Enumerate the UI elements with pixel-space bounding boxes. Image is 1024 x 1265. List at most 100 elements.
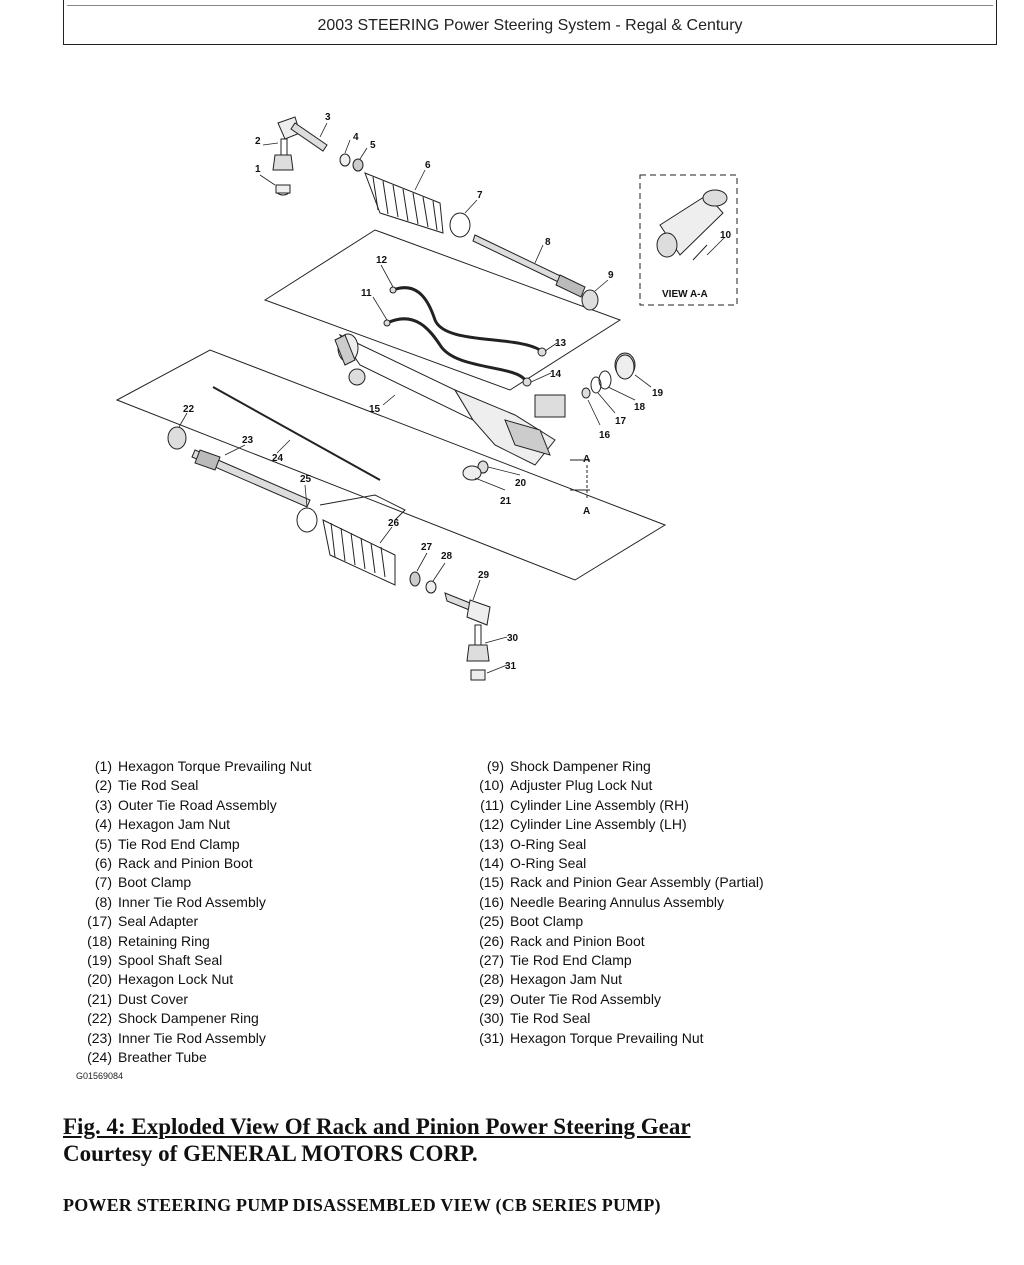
- callout-10: 10: [720, 230, 732, 241]
- legend-item: (28)Hexagon Jam Nut: [479, 971, 623, 988]
- legend-item: (16)Needle Bearing Annulus Assembly: [479, 893, 725, 910]
- callout-22: 22: [183, 404, 195, 415]
- figure-code: G01569084: [76, 1071, 124, 1081]
- hex-jam-nut-top: [339, 153, 351, 167]
- boot-clamp-bottom: [296, 507, 318, 533]
- legend-item: (9)Shock Dampener Ring: [486, 758, 651, 774]
- legend-item: (15)Rack and Pinion Gear Assembly (Parti…: [479, 874, 764, 891]
- callout-4: 4: [353, 132, 359, 143]
- legend-item: (11)Cylinder Line Assembly (RH): [480, 796, 689, 813]
- legend-item: (20)Hexagon Lock Nut: [87, 971, 234, 988]
- legend-item: (26)Rack and Pinion Boot: [479, 932, 645, 949]
- cylinder-line-lh: [392, 286, 541, 352]
- legend-item: (12)Cylinder Line Assembly (LH): [479, 816, 687, 833]
- spool-shaft-seal: [615, 354, 635, 380]
- legend-item: (25)Boot Clamp: [479, 913, 584, 930]
- legend-item: (23)Inner Tie Rod Assembly: [87, 1029, 266, 1046]
- callout-15: 15: [369, 404, 381, 415]
- callout-12: 12: [376, 255, 388, 266]
- callout-30: 30: [507, 633, 519, 644]
- callout-26: 26: [388, 518, 400, 529]
- legend-item: (3)Outer Tie Road Assembly: [94, 796, 277, 813]
- figure-courtesy: Courtesy of GENERAL MOTORS CORP.: [63, 1141, 478, 1166]
- boot-bottom: [322, 519, 396, 586]
- section-mark-a-top: A: [583, 454, 590, 465]
- callout-9: 9: [608, 270, 614, 281]
- callout-28: 28: [441, 551, 453, 562]
- callout-27: 27: [421, 542, 433, 553]
- callout-7: 7: [477, 190, 483, 201]
- legend-item: (14)O-Ring Seal: [479, 855, 587, 872]
- callout-16: 16: [599, 430, 611, 441]
- legend-item: (4)Hexagon Jam Nut: [94, 816, 231, 833]
- seal-adapter: [590, 376, 602, 394]
- outer-tie-rod-top: [272, 116, 328, 196]
- callout-25: 25: [300, 474, 312, 485]
- legend-item: (5)Tie Rod End Clamp: [94, 835, 240, 852]
- shock-ring-top: [581, 289, 599, 311]
- needle-bearing: [581, 387, 591, 399]
- callout-11: 11: [361, 288, 372, 299]
- callout-19: 19: [652, 388, 664, 399]
- exploded-view-diagram: 1 2 3 4 5 6 7 8 9 10 11 12 13 14 15 16 1…: [115, 112, 738, 681]
- legend-item: (24)Breather Tube: [87, 1049, 207, 1066]
- legend-item: (21)Dust Cover: [87, 990, 189, 1007]
- retaining-ring: [598, 370, 612, 390]
- legend-item: (6)Rack and Pinion Boot: [94, 855, 253, 872]
- callout-23: 23: [242, 435, 254, 446]
- legend-item: (19)Spool Shaft Seal: [87, 952, 223, 969]
- view-aa-label: VIEW A-A: [662, 289, 708, 300]
- callout-17: 17: [615, 416, 627, 427]
- legend-item: (10)Adjuster Plug Lock Nut: [479, 777, 653, 794]
- page-header: 2003 STEERING Power Steering System - Re…: [63, 0, 997, 45]
- legend-item: (30)Tie Rod Seal: [479, 1010, 591, 1027]
- legend-item: (2)Tie Rod Seal: [94, 777, 199, 794]
- legend-item: (31)Hexagon Torque Prevailing Nut: [479, 1029, 704, 1046]
- legend-item: (18)Retaining Ring: [87, 932, 210, 949]
- rack-housing: [334, 333, 636, 466]
- callout-6: 6: [425, 160, 431, 171]
- dust-cover: [462, 465, 482, 481]
- header-title: 2003 STEERING Power Steering System - Re…: [317, 17, 743, 34]
- legend-item: (1)Hexagon Torque Prevailing Nut: [94, 758, 312, 774]
- view-aa-box: [639, 174, 738, 306]
- breather-tube: [212, 386, 381, 481]
- callout-21: 21: [500, 496, 512, 507]
- callout-5: 5: [370, 140, 376, 151]
- header-rule: [67, 5, 993, 6]
- figure-caption: Fig. 4: Exploded View Of Rack and Pinion…: [63, 1113, 691, 1167]
- legend-right-column: (9)Shock Dampener Ring (10)Adjuster Plug…: [468, 757, 764, 1048]
- legend-item: (17)Seal Adapter: [87, 913, 199, 930]
- callout-29: 29: [478, 570, 490, 581]
- inner-tie-rod-top: [472, 234, 586, 298]
- legend-left-column: (1)Hexagon Torque Prevailing Nut (2)Tie …: [76, 757, 312, 1068]
- callout-1: 1: [255, 164, 261, 175]
- lower-boot-plate: [319, 494, 406, 521]
- callout-2: 2: [255, 136, 261, 147]
- callout-20: 20: [515, 478, 527, 489]
- boot-clamp-top: [449, 212, 471, 238]
- callout-24: 24: [272, 453, 284, 464]
- callout-18: 18: [634, 402, 646, 413]
- tie-rod-end-clamp-bottom: [409, 571, 421, 587]
- shock-ring-bottom: [167, 426, 187, 450]
- view-aa-part: [656, 189, 728, 261]
- callout-31: 31: [505, 661, 517, 672]
- legend-item: (22)Shock Dampener Ring: [87, 1010, 259, 1027]
- tie-rod-end-clamp-top: [352, 158, 364, 172]
- legend-item: (27)Tie Rod End Clamp: [479, 952, 632, 969]
- legend-item: (8)Inner Tie Rod Assembly: [94, 893, 266, 910]
- callout-3: 3: [325, 112, 331, 123]
- boot-top: [364, 172, 444, 234]
- callout-13: 13: [555, 338, 567, 349]
- figure-title: Fig. 4: Exploded View Of Rack and Pinion…: [63, 1114, 691, 1139]
- legend-item: (7)Boot Clamp: [94, 874, 192, 891]
- legend-item: (13)O-Ring Seal: [479, 835, 587, 852]
- section-heading: POWER STEERING PUMP DISASSEMBLED VIEW (C…: [63, 1195, 661, 1215]
- section-mark-a-bottom: A: [583, 506, 590, 517]
- cylinder-line-rh: [386, 317, 527, 382]
- inner-tie-rod-bottom: [191, 449, 311, 508]
- legend-item: (29)Outer Tie Rod Assembly: [479, 990, 661, 1007]
- lower-plate-outline: [115, 349, 667, 581]
- upper-plate-outline: [263, 229, 622, 391]
